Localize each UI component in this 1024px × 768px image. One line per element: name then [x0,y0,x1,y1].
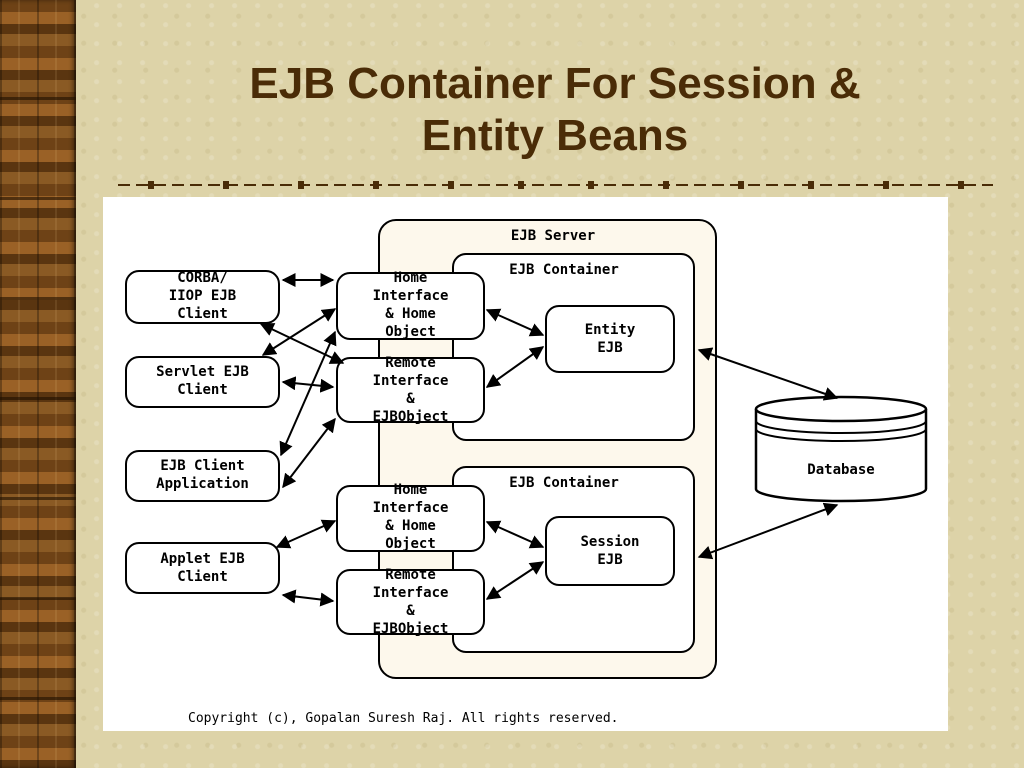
entity-ejb-label: Entity EJB [584,322,636,356]
session-ejb-label: Session EJB [580,534,640,568]
entity-ejb-box [545,305,675,373]
slide-title-line-2: Entity Beans [421,111,689,160]
arrow-session-database [697,502,839,560]
remote-interface-top-label: Remote Interface & EJBObject [372,355,449,425]
wood-grain-sidebar [0,0,76,768]
remote-interface-bottom-box [336,569,485,635]
home-interface-bottom-label: Home Interface & Home Object [372,482,449,552]
decorative-dashed-rule [118,181,993,189]
remote-interface-bottom-label: Remote Interface & EJBObject [372,567,449,637]
ejb-container-top-label: EJB Container [509,262,619,278]
client-corba-box [125,270,280,324]
ejb-container-bottom-label: EJB Container [509,475,619,491]
arrow-application-remote [282,417,336,489]
copyright-notice: Copyright (c), Gopalan Suresh Raj. All r… [188,711,619,726]
client-application-label: EJB Client Application [156,458,249,492]
client-servlet-label: Servlet EJB Client [156,364,249,398]
client-servlet-box [125,356,280,408]
arrow-entity-database [697,347,839,401]
diagram-panel: EJB Server EJB Container EJB Container C… [103,197,948,731]
client-corba-label: CORBA/ IIOP EJB Client [168,270,237,322]
arrow-servlet-remote [281,376,335,393]
session-ejb-box [545,516,675,586]
arrow-applet-remote [281,589,335,607]
arrow-applet-home [275,519,337,549]
home-interface-top-box [336,272,485,340]
ejb-server-label: EJB Server [510,228,596,244]
arrow-application-home [279,330,337,457]
home-interface-bottom-box [336,485,485,552]
slide-title: EJB Container For Session & Entity Beans [110,58,1000,162]
client-applet-box [125,542,280,594]
slide-title-line-1: EJB Container For Session & [249,59,861,108]
client-application-box [125,450,280,502]
client-applet-label: Applet EJB Client [160,551,245,585]
remote-interface-top-box [336,357,485,423]
database-label: Database [807,462,875,478]
home-interface-top-label: Home Interface & Home Object [372,270,449,340]
